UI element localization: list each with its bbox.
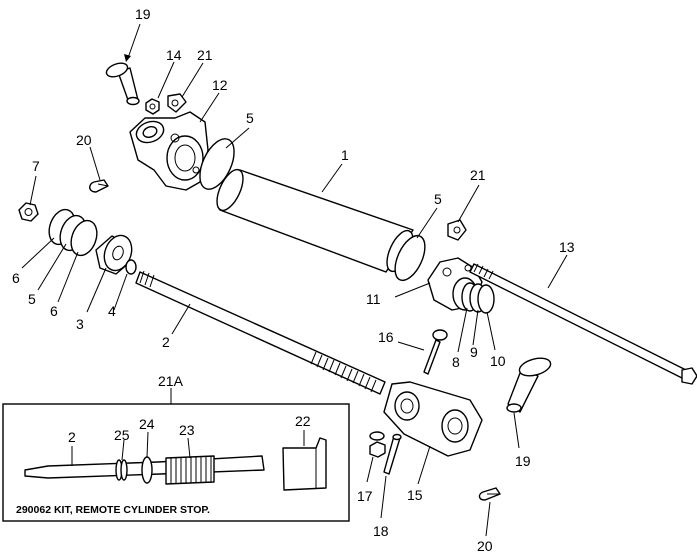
label-3: 3 (76, 316, 84, 332)
label-9: 9 (470, 344, 478, 360)
cotter-pin-20-bottom (478, 487, 501, 501)
label-24: 24 (139, 416, 155, 432)
kit-leader-lines (71, 430, 305, 466)
nut-14 (145, 98, 160, 115)
o-ring-5-right (394, 234, 426, 282)
label-2-kit: 2 (68, 429, 76, 445)
label-20-bottom: 20 (477, 538, 493, 554)
tie-rod-13 (469, 263, 697, 385)
label-4: 4 (108, 303, 116, 319)
label-10: 10 (490, 353, 506, 369)
grease-fitting-21-top (167, 93, 187, 113)
pin-19-top (105, 62, 140, 106)
ring-10 (477, 284, 495, 314)
label-21-top: 21 (197, 47, 213, 63)
callout-labels: 19 14 21 12 5 20 7 1 21 5 13 6 5 6 3 4 2… (12, 6, 575, 554)
label-7: 7 (32, 158, 40, 174)
label-13: 13 (559, 239, 575, 255)
o-ring-5-top (199, 138, 235, 190)
kit-caption: 290062 KIT, REMOTE CYLINDER STOP. (16, 504, 210, 516)
label-2-rod: 2 (162, 334, 170, 350)
label-17: 17 (357, 488, 373, 504)
kit-collar-24 (141, 456, 153, 484)
cotter-pin-20-top (89, 179, 109, 193)
leader-lines (21, 23, 568, 537)
label-16: 16 (378, 329, 394, 345)
kit-ring-25-b (120, 459, 128, 481)
label-8: 8 (452, 354, 460, 370)
label-25: 25 (114, 427, 130, 443)
o-ring-4 (125, 259, 137, 275)
nut-17 (369, 431, 386, 458)
piston-rod-2 (135, 270, 386, 395)
label-19-top: 19 (135, 6, 151, 22)
label-19-bottom: 19 (515, 453, 531, 469)
label-6-a: 6 (12, 270, 20, 286)
label-5-top: 5 (246, 110, 254, 126)
label-21A: 21A (158, 373, 184, 389)
grease-fitting-21-right (447, 219, 467, 241)
pin-18 (383, 433, 402, 475)
label-14: 14 (166, 47, 182, 63)
label-6-b: 6 (50, 303, 58, 319)
label-18: 18 (373, 523, 389, 539)
label-21-right: 21 (470, 167, 486, 183)
label-20-top: 20 (76, 132, 92, 148)
bolt-16 (423, 329, 448, 375)
end-cap-12 (129, 111, 209, 191)
label-15: 15 (407, 487, 423, 503)
label-5-left: 5 (28, 291, 36, 307)
kit-inset-21A (2, 403, 350, 522)
nut-7 (18, 202, 39, 222)
label-11: 11 (366, 291, 381, 307)
label-23: 23 (179, 422, 195, 438)
barrel-1 (216, 168, 414, 273)
piston-3 (95, 234, 133, 275)
kit-stop-23 (165, 455, 215, 485)
label-22: 22 (295, 413, 311, 429)
label-5-right: 5 (434, 191, 442, 207)
label-12: 12 (212, 77, 228, 93)
ring-6-b (70, 219, 98, 257)
label-1: 1 (341, 147, 349, 163)
clevis-15 (383, 381, 483, 457)
pin-19-bottom (506, 357, 552, 413)
